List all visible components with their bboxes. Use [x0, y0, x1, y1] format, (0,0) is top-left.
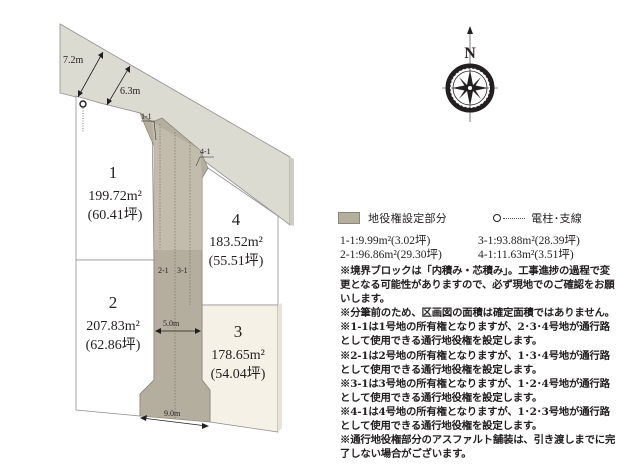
arrowhead — [195, 328, 201, 334]
note-boundary-block: ※境界ブロックは「内積み・芯積み」。工事進捗の過程で変更となる可能性がありますの… — [340, 265, 615, 306]
dim-line-6.3m — [106, 65, 131, 106]
lot-4-area-tsubo: (55.51坪) — [209, 253, 264, 269]
easement-swatch — [338, 212, 360, 224]
note-easement-2-1: ※2-1は2号地の所有権となりますが、1･3･4号地が通行路として使用できる通行… — [340, 349, 610, 376]
lot-3-area-tsubo: (54.04坪) — [211, 366, 266, 382]
road-width-6.3m: 6.3m — [120, 86, 141, 97]
arrowhead — [107, 98, 112, 105]
note-easement-3-1: ※3-1は3号地の所有権となりますが、1･2･4号地が通行路として使用できる通行… — [340, 377, 610, 404]
north-compass-icon: N — [442, 26, 498, 122]
passage-width-9.0m: 9.0m — [164, 409, 181, 418]
lot-1-number: 1 — [109, 163, 118, 182]
easement-area-4-1: 4-1:11.63m²(3.51坪) — [478, 249, 574, 261]
leader-1-1 — [153, 120, 157, 141]
note-area-not-final: ※分筆前のため、区画図の面積は確定面積ではありません。 — [340, 307, 615, 320]
lot-1-area-tsubo: (60.41坪) — [88, 207, 143, 223]
note-easement-1-1: ※1-1は1号地の所有権となりますが、2･3･4号地が通行路として使用できる通行… — [340, 321, 610, 348]
lot-4-number: 4 — [232, 210, 241, 229]
legend-pole-label: 電柱･支線 — [531, 212, 583, 225]
easement-area-2-1: 2-1:96.86m²(29.30坪) — [340, 249, 442, 261]
utility-pole-icon — [493, 214, 502, 222]
road-width-7.2m: 7.2m — [63, 55, 84, 66]
easement-label-4-1: 4-1 — [200, 147, 211, 156]
easement-label-2-1: 2-1 — [158, 266, 169, 275]
utility-pole-icon — [79, 100, 87, 108]
note-easement-4-1: ※4-1は4号地の所有権となりますが、1･2･3号地が通行路として使用できる通行… — [340, 405, 610, 433]
lot-2-area-m2: 207.83m² — [86, 319, 140, 334]
dim-line-7.2m — [77, 51, 104, 98]
leader-4-1 — [195, 156, 201, 167]
notes: ※境界ブロックは「内積み・芯積み」。工事進捗の過程で変更となる可能性がありますの… — [340, 264, 616, 461]
easement-area-list: 1-1:9.99m²(3.02坪) 3-1:93.88m²(28.39坪) 2-… — [340, 234, 620, 262]
legend-easement-label: 地役権設定部分 — [368, 212, 448, 225]
site-plan: 7.2m 6.3m 1-1 4-1 2-1 3-1 5.0m 9.0m 1 19… — [59, 23, 294, 433]
lot-3-area-m2: 178.65m² — [211, 348, 265, 363]
lot-1-area-m2: 199.72m² — [88, 189, 142, 204]
easement-upper — [152, 122, 202, 250]
note-asphalt: ※通行地役権部分のアスファルト舗装は、引き渡しまでに完了しない場合がございます。 — [340, 434, 616, 461]
road-edge — [290, 157, 294, 226]
compass-north-label: N — [464, 45, 476, 62]
easement-area-1-1: 1-1:9.99m²(3.02坪) — [340, 235, 431, 247]
lot-3-number: 3 — [234, 322, 243, 341]
easement-label-1-1: 1-1 — [141, 112, 152, 121]
easement-area-3-1: 3-1:93.88m²(28.39坪) — [478, 235, 580, 247]
passage-width-5.0m: 5.0m — [163, 319, 180, 328]
lot-2-number: 2 — [109, 293, 118, 312]
arrowhead — [202, 423, 209, 429]
arrowhead — [140, 415, 147, 421]
arrowhead — [155, 328, 161, 334]
lot-2-area-tsubo: (62.86坪) — [86, 337, 141, 353]
lot-3-edge — [278, 303, 282, 432]
guy-wire-dotted-icon — [503, 217, 526, 219]
arrowhead — [125, 66, 130, 73]
lot-4-area-m2: 183.52m² — [209, 235, 263, 250]
dim-line-9.0m — [141, 417, 208, 427]
easement-label-3-1: 3-1 — [177, 266, 188, 275]
legend: 地役権設定部分 電柱･支線 — [338, 210, 620, 226]
arrowhead — [98, 52, 103, 59]
arrowhead — [78, 90, 83, 97]
